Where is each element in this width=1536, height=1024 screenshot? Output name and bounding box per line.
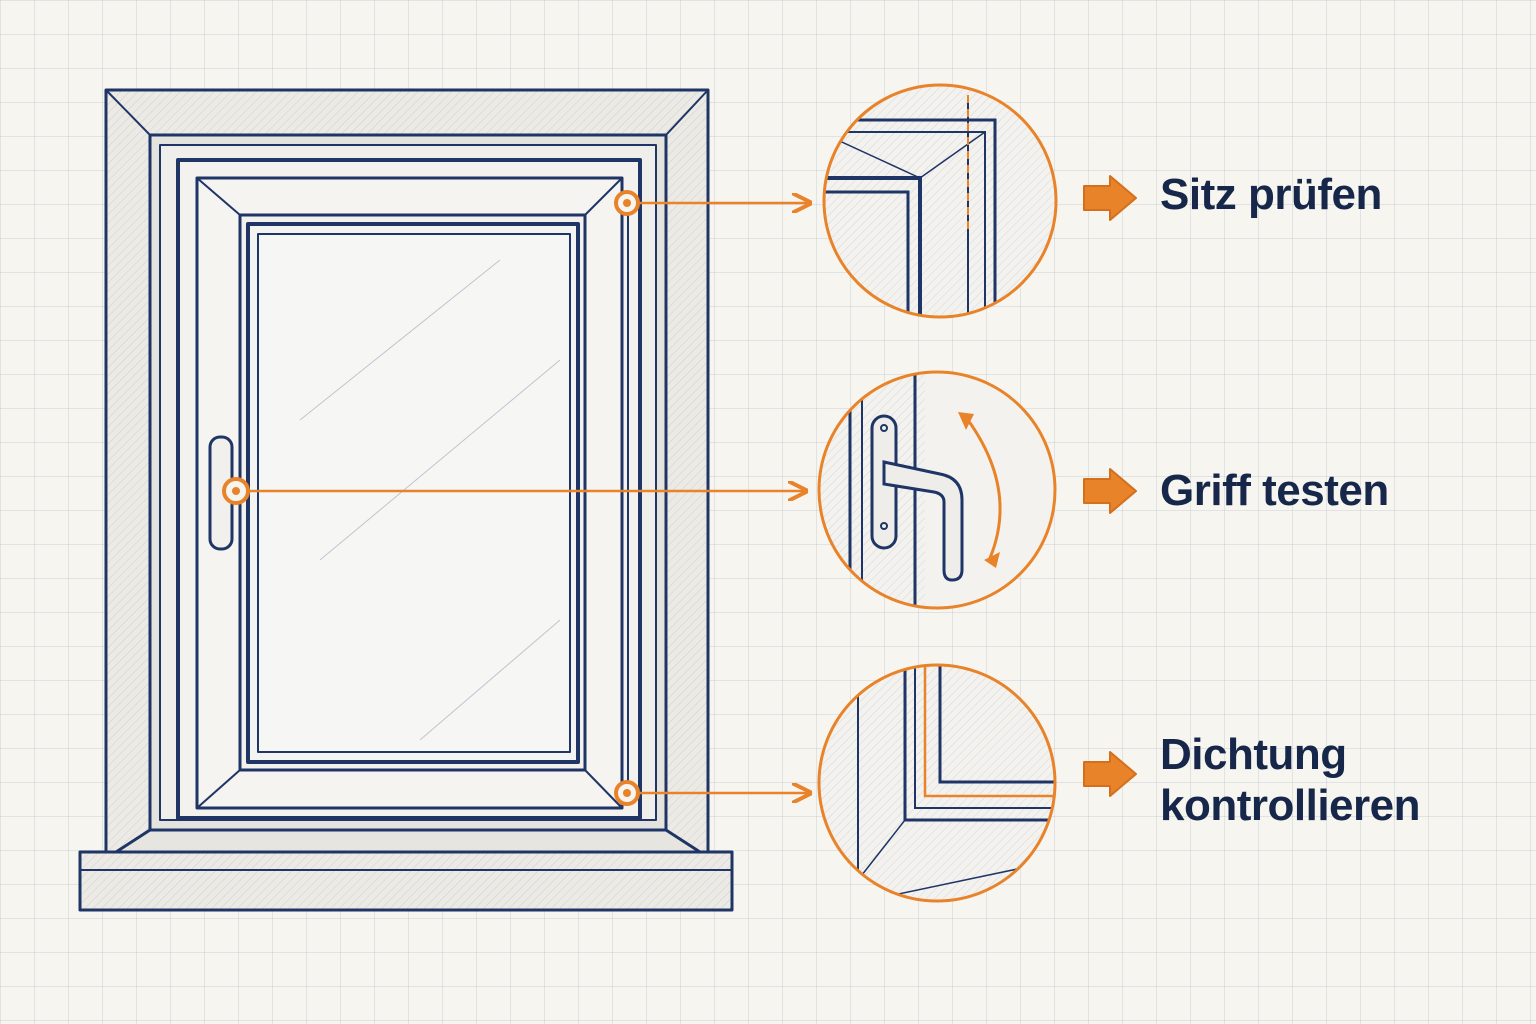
callout-label-seat: Sitz prüfen	[1160, 170, 1382, 221]
callout-label-seal: Dichtung kontrollieren	[1160, 730, 1420, 831]
arrow-right-icon	[1084, 752, 1136, 796]
callout-label-line: kontrollieren	[1160, 781, 1420, 832]
callout-label-line: Dichtung	[1160, 730, 1420, 781]
callout-label-handle: Griff testen	[1160, 466, 1389, 517]
detail-circle-seal	[815, 660, 1060, 910]
detail-circle-seat	[820, 80, 1060, 330]
arrow-right-icon	[1084, 469, 1136, 513]
detail-circle-handle	[815, 370, 1055, 610]
callout-label-line: Griff testen	[1160, 466, 1389, 517]
arrow-right-icon	[1084, 176, 1136, 220]
callout-label-line: Sitz prüfen	[1160, 170, 1382, 221]
